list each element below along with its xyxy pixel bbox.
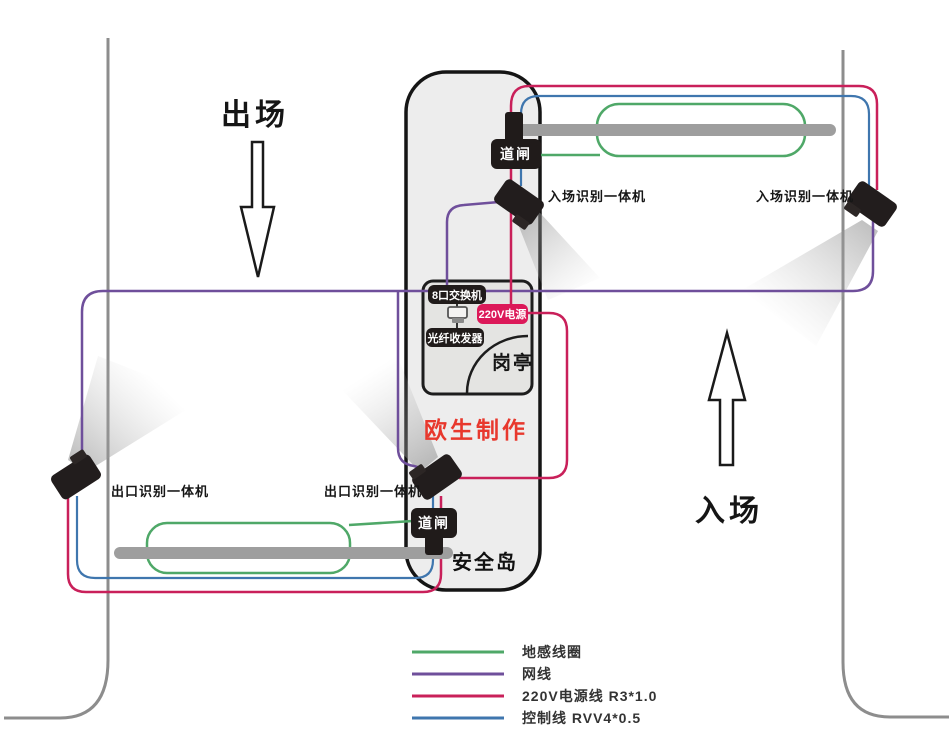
legend-label-loop: 地感线圈 (522, 644, 582, 660)
net-right-run (486, 214, 875, 293)
camera-entrance-island (494, 179, 544, 230)
legend: 地感线圈 网线 220V电源线 R3*1.0 控制线 RVV4*0.5 (410, 641, 657, 729)
label-exit-camera-left: 出口识别一体机 (111, 484, 210, 499)
net-island-top-cam (445, 200, 500, 286)
power-bottom-run (66, 496, 443, 594)
camera-exit-island (409, 454, 462, 500)
cameras (51, 179, 897, 500)
legend-label-power: 220V电源线 R3*1.0 (522, 688, 658, 704)
beam-entrance-right (742, 220, 878, 346)
power-right-drop (459, 311, 569, 480)
barrier-arm-exit (114, 547, 453, 559)
watermark-text: 欧生制作 (424, 417, 528, 443)
control-top-run (519, 94, 871, 186)
net-left-run (80, 289, 429, 458)
power-top-run (509, 84, 879, 305)
legend-swatch-network (412, 672, 504, 676)
label-entrance-camera-island: 入场识别一体机 (548, 189, 647, 204)
legend-row-power: 220V电源线 R3*1.0 (410, 685, 657, 707)
island-label: 安全岛 (452, 552, 518, 574)
booth-door-arc (465, 334, 529, 394)
legend-swatch-control (412, 716, 504, 720)
booth-label: 岗亭 (492, 353, 535, 374)
beam-exit-left (68, 356, 205, 472)
camera-entrance-right (844, 181, 897, 227)
enter-arrow-up (707, 328, 747, 467)
power-220v: 220V电源 (477, 304, 528, 324)
label-exit-camera-island: 出口识别一体机 (324, 484, 423, 499)
legend-label-control: 控制线 RVV4*0.5 (522, 710, 642, 726)
net-island-bottom-cam (396, 291, 425, 471)
exit-arrow-down (239, 140, 276, 278)
enter-title: 入场 (695, 495, 763, 528)
road-lines (4, 38, 949, 720)
legend-swatch-loop (412, 650, 504, 654)
barrier-gate-entrance: 道闸 (491, 139, 541, 169)
fiber-transceiver: 光纤收发器 (426, 328, 484, 347)
label-entrance-camera-right: 入场识别一体机 (756, 189, 855, 204)
camera-exit-left (51, 449, 101, 500)
beam-entrance-island (514, 202, 600, 300)
barrier-arm-entrance (506, 124, 836, 136)
legend-row-network: 网线 (410, 663, 657, 685)
barrier-gate-exit: 道闸 (411, 508, 457, 538)
legend-label-network: 网线 (522, 666, 552, 682)
barrier-stub-entrance (505, 112, 523, 142)
road-left (4, 38, 110, 720)
control-bottom-run (75, 496, 435, 580)
direction-arrows (239, 140, 747, 467)
control-cables (75, 94, 871, 580)
barrier-stub-exit (425, 533, 443, 555)
camera-beams (68, 202, 878, 472)
barrier-arms (114, 112, 836, 559)
legend-row-loop: 地感线圈 (410, 641, 657, 663)
switch-8port: 8口交换机 (428, 285, 486, 304)
loop-exit-feed (348, 519, 414, 527)
legend-row-control: 控制线 RVV4*0.5 (410, 707, 657, 729)
road-right (841, 50, 949, 719)
power-cables (66, 84, 879, 594)
beam-exit-island (325, 350, 438, 472)
legend-swatch-power (412, 694, 504, 698)
network-cables (80, 200, 875, 471)
exit-title: 出场 (221, 99, 289, 132)
